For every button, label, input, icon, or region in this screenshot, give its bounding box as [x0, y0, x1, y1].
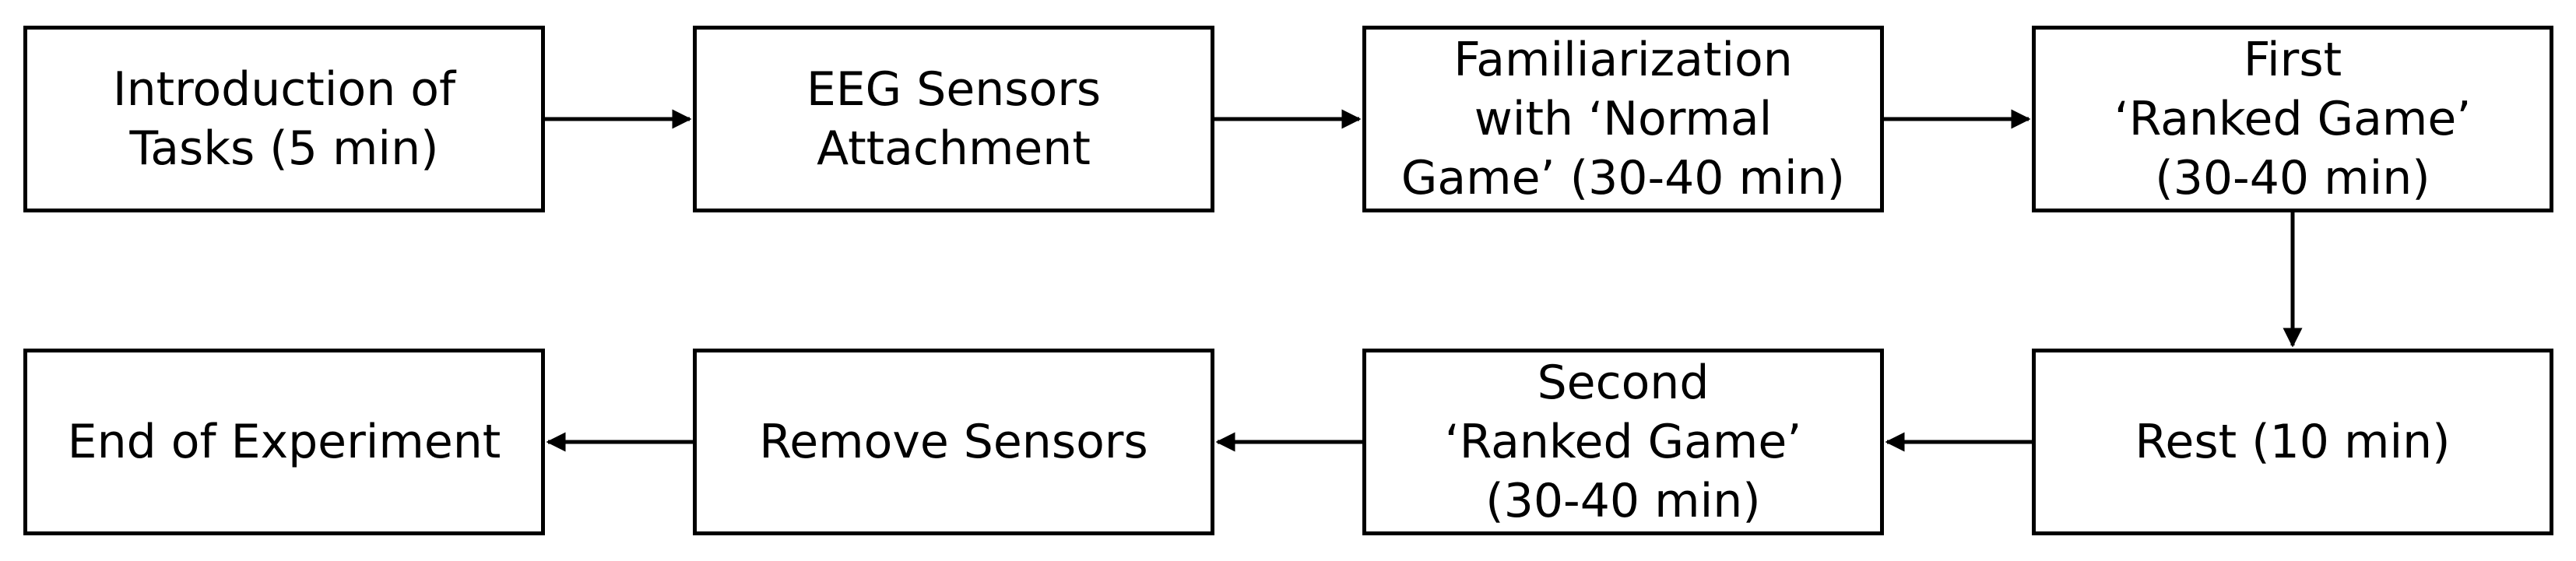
step-label: First ‘Ranked Game’ (30-40 min): [2114, 33, 2472, 205]
step-first-ranked-game: First ‘Ranked Game’ (30-40 min): [2032, 26, 2553, 212]
step-second-ranked-game: Second ‘Ranked Game’ (30-40 min): [1362, 349, 1884, 535]
step-label: Second ‘Ranked Game’ (30-40 min): [1444, 356, 1802, 528]
step-introduction-of-tasks: Introduction of Tasks (5 min): [23, 26, 545, 212]
step-label: Remove Sensors: [759, 415, 1148, 469]
step-label: EEG Sensors Attachment: [806, 62, 1102, 176]
step-label: Rest (10 min): [2135, 415, 2451, 469]
step-rest: Rest (10 min): [2032, 349, 2553, 535]
step-eeg-sensors-attachment: EEG Sensors Attachment: [693, 26, 1214, 212]
step-end-of-experiment: End of Experiment: [23, 349, 545, 535]
step-label: End of Experiment: [67, 415, 501, 469]
step-label: Introduction of Tasks (5 min): [112, 62, 456, 176]
step-familiarization-normal-game: Familiarization with ‘Normal Game’ (30-4…: [1362, 26, 1884, 212]
step-label: Familiarization with ‘Normal Game’ (30-4…: [1400, 33, 1846, 205]
step-remove-sensors: Remove Sensors: [693, 349, 1214, 535]
